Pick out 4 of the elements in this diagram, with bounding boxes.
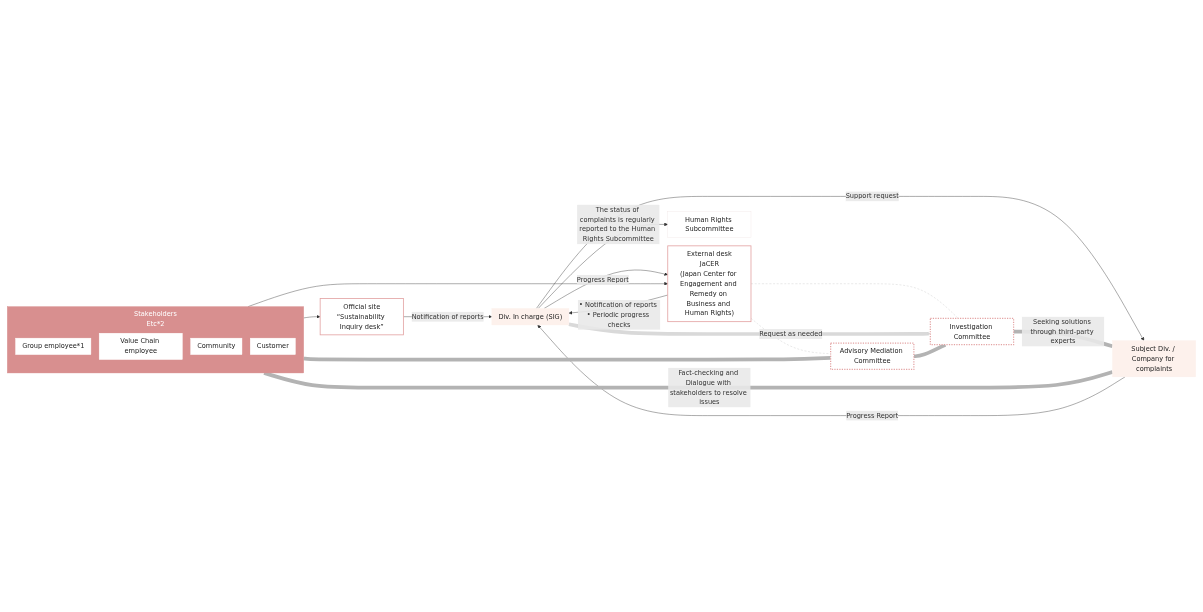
- connector: [303, 356, 831, 362]
- connector: [750, 283, 959, 319]
- connector: [913, 343, 947, 359]
- connector: [263, 370, 1114, 390]
